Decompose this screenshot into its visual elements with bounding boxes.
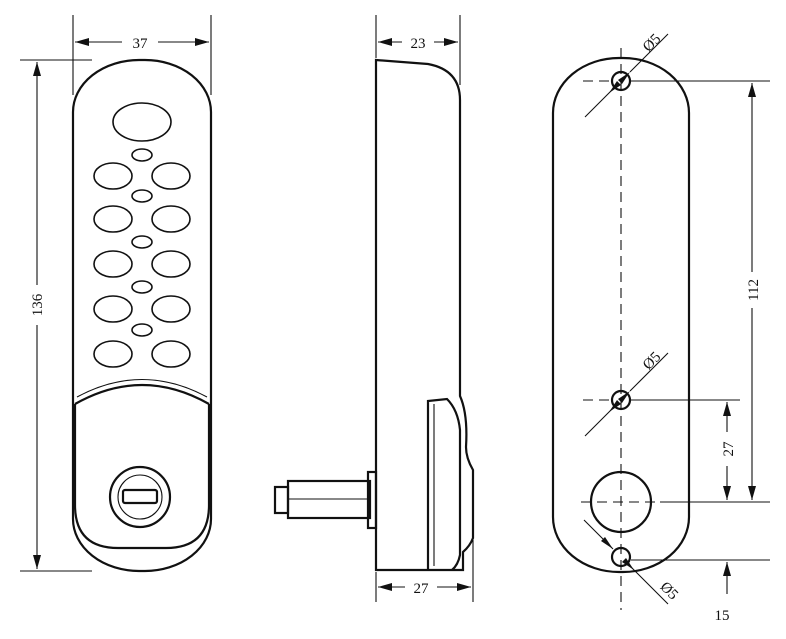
keypad-dot xyxy=(131,148,153,162)
dim-height-136: 136 xyxy=(30,293,46,316)
keypad-key xyxy=(93,295,133,323)
keypad-key xyxy=(93,250,133,278)
mounting-hole-mid xyxy=(610,389,632,411)
keypad-key xyxy=(93,205,133,233)
dim-mid-27: 27 xyxy=(721,441,737,457)
dim-hole-top: Ø5 xyxy=(640,31,664,55)
keypad-key xyxy=(151,340,191,368)
dim-base-27: 27 xyxy=(414,581,430,597)
dim-bottom-15: 15 xyxy=(715,608,730,624)
knob-housing-arc xyxy=(74,384,210,405)
keypad-key xyxy=(93,162,133,190)
knob-housing xyxy=(73,404,211,550)
keypad-key xyxy=(151,162,191,190)
side-view: 23 27 xyxy=(273,15,475,602)
mounting-hole-top xyxy=(610,70,632,92)
knob xyxy=(108,465,172,529)
keypad-key xyxy=(151,250,191,278)
side-inner-step xyxy=(426,397,462,571)
keypad-top-key xyxy=(112,102,172,142)
dim-hole-bottom: Ø5 xyxy=(657,579,681,603)
dim-hole-mid: Ø5 xyxy=(640,349,664,373)
side-body-outline xyxy=(374,58,475,572)
mounting-hole-bottom xyxy=(610,546,632,568)
knob-housing-arc-inner xyxy=(76,378,208,398)
keypad-dot xyxy=(131,189,153,203)
keypad-key xyxy=(151,295,191,323)
keypad-key xyxy=(151,205,191,233)
knob-slot xyxy=(121,488,159,505)
keypad-key xyxy=(93,340,133,368)
rear-view: Ø5 Ø5 Ø5 112 27 15 xyxy=(551,31,770,624)
dim-spacing-112: 112 xyxy=(746,279,762,301)
keypad-dot xyxy=(131,323,153,337)
side-shaft-collar xyxy=(366,470,378,530)
knob-inner xyxy=(117,474,163,520)
front-body-outline xyxy=(71,58,213,573)
dim-depth-23: 23 xyxy=(411,36,426,52)
front-view: 37 136 xyxy=(20,15,213,573)
keypad-dot xyxy=(131,235,153,249)
keypad-dot xyxy=(131,280,153,294)
side-shaft-tip xyxy=(273,485,290,515)
dim-width-37: 37 xyxy=(133,36,149,52)
